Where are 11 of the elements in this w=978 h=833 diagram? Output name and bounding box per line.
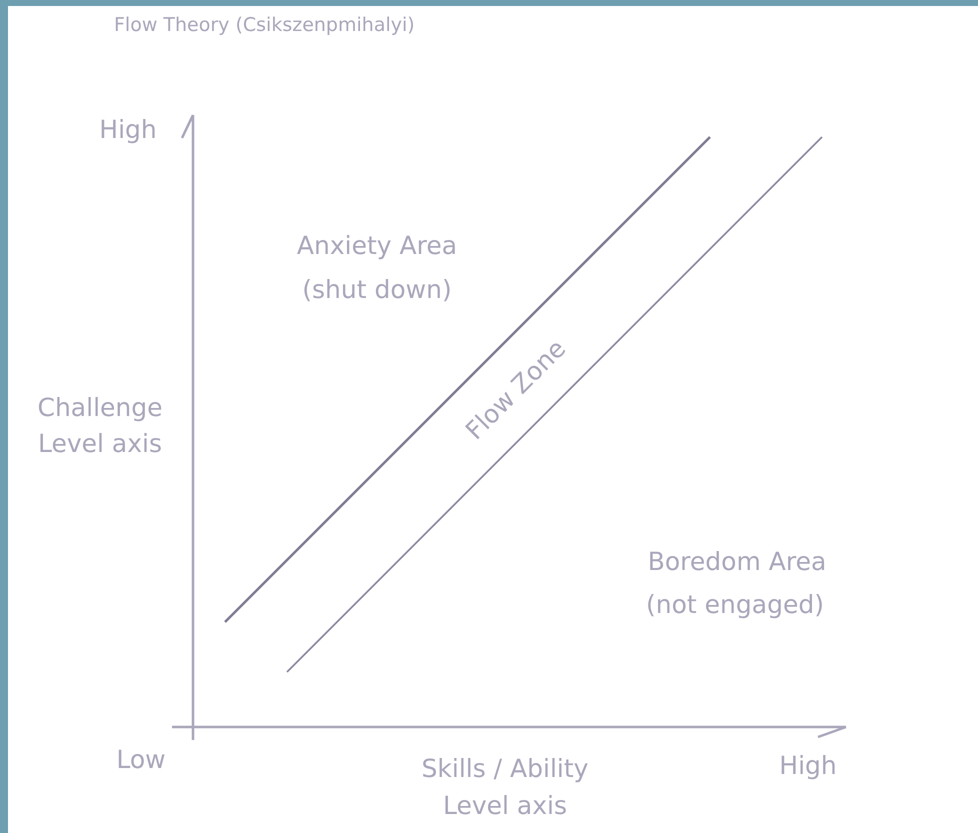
axis-title: Challenge Level axis [38, 392, 162, 460]
area-note: (shut down) [302, 274, 452, 306]
axis-title: Level axis [442, 790, 568, 822]
axis-title: Skills / Ability [422, 752, 588, 785]
axis-end-label: High [779, 750, 837, 782]
axis-end-label: High [99, 114, 157, 146]
diagram-title: Flow Theory (Csikszenpmihalyi) [114, 14, 415, 36]
area-label: Anxiety Area [296, 230, 458, 262]
area-label: Boredom Area [648, 546, 826, 578]
axis-end-label: Low [116, 744, 166, 776]
area-note: (not engaged) [646, 588, 824, 621]
